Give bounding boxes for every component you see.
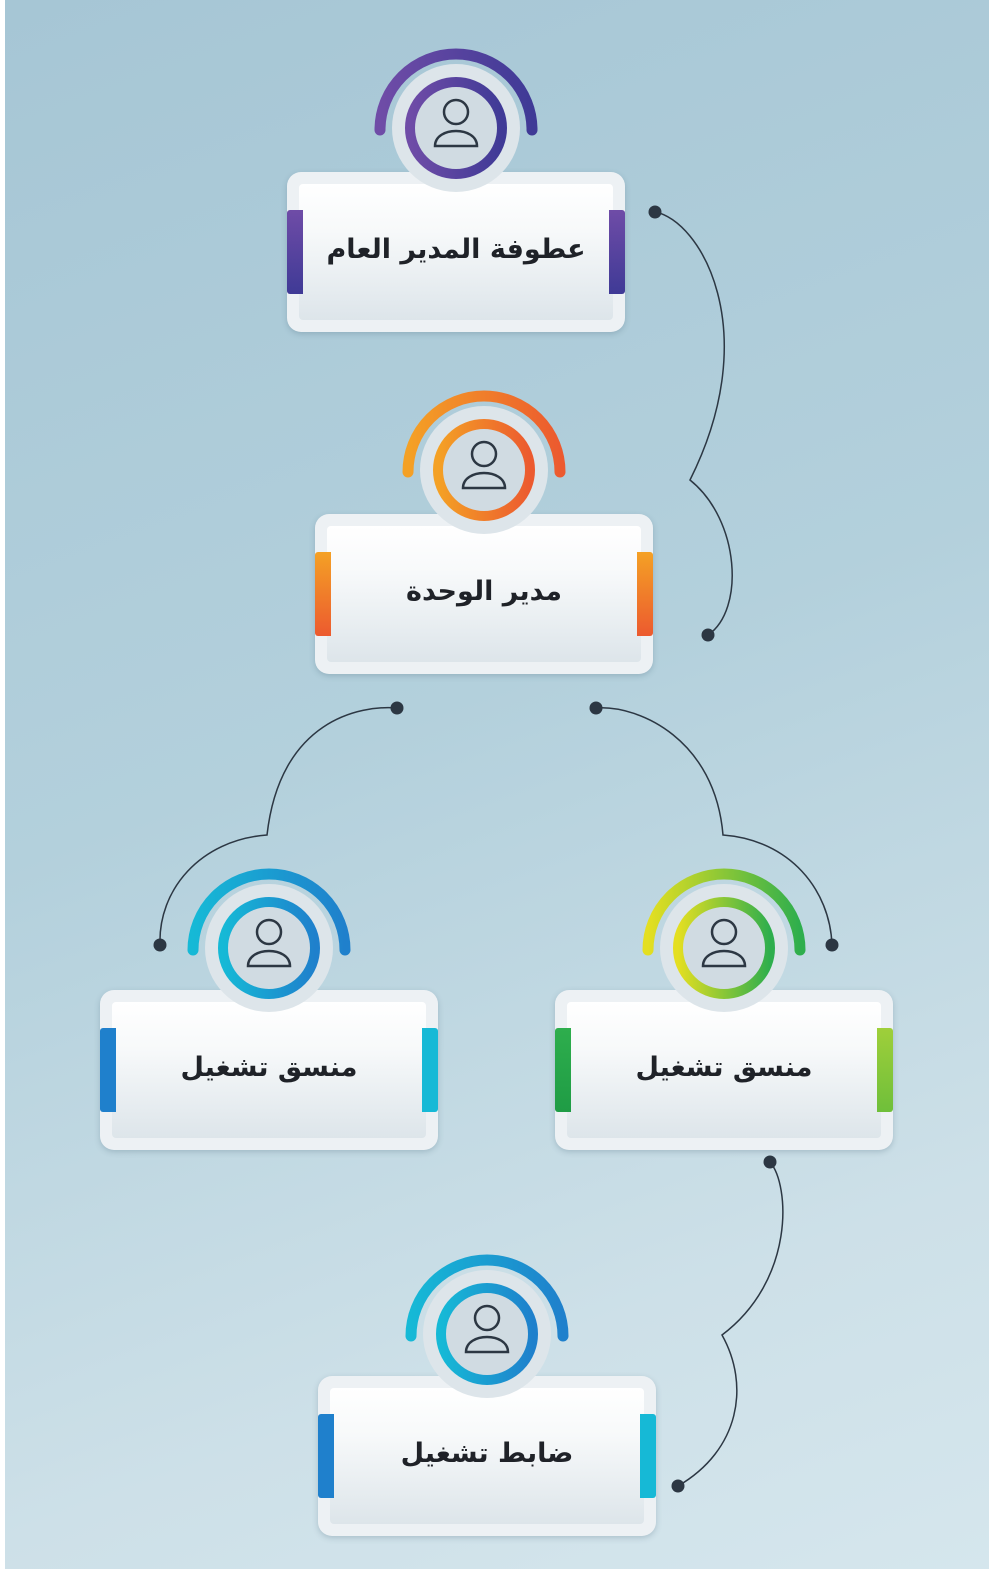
org-card: منسق تشغيل	[555, 990, 893, 1150]
connector-dot	[671, 1479, 685, 1493]
card-accent-left	[287, 210, 303, 294]
avatar	[640, 862, 808, 1012]
connector-unit-manager-to-coordinator-left	[159, 706, 398, 946]
user-icon	[246, 918, 292, 968]
org-node-unit-manager: مدير الوحدة	[315, 384, 653, 674]
card-accent-right	[609, 210, 625, 294]
org-node-coordinator-right: منسق تشغيل	[555, 862, 893, 1152]
connector-dot	[390, 701, 404, 715]
org-card: ضابط تشغيل	[318, 1376, 656, 1536]
card-accent-left	[555, 1028, 571, 1112]
avatar	[372, 42, 540, 192]
connector-dot	[648, 205, 662, 219]
node-title: منسق تشغيل	[635, 1051, 813, 1083]
card-accent-right	[640, 1414, 656, 1498]
connector-dot	[701, 628, 715, 642]
user-icon	[464, 1304, 510, 1354]
org-node-coordinator-left: منسق تشغيل	[100, 862, 438, 1152]
avatar	[403, 1248, 571, 1398]
user-icon	[433, 98, 479, 148]
connector-general-manager-to-unit-manager	[654, 211, 733, 636]
org-node-operations-officer: ضابط تشغيل	[318, 1248, 656, 1538]
org-card: منسق تشغيل	[100, 990, 438, 1150]
avatar	[400, 384, 568, 534]
card-accent-left	[318, 1414, 334, 1498]
connector-dot	[589, 701, 603, 715]
connector-coordinator-right-to-operations-officer	[677, 1161, 784, 1487]
card-accent-left	[100, 1028, 116, 1112]
card-accent-left	[315, 552, 331, 636]
org-card: عطوفة المدير العام	[287, 172, 625, 332]
card-accent-right	[637, 552, 653, 636]
node-title: ضابط تشغيل	[400, 1437, 574, 1469]
node-title: عطوفة المدير العام	[326, 233, 586, 265]
user-icon	[701, 918, 747, 968]
node-title: مدير الوحدة	[406, 575, 562, 607]
connector-dot	[153, 938, 167, 952]
left-edge-strip	[0, 0, 5, 1569]
org-card: مدير الوحدة	[315, 514, 653, 674]
avatar	[185, 862, 353, 1012]
connector-dot	[763, 1155, 777, 1169]
node-title: منسق تشغيل	[180, 1051, 358, 1083]
user-icon	[461, 440, 507, 490]
card-accent-right	[422, 1028, 438, 1112]
connector-dot	[825, 938, 839, 952]
connector-unit-manager-to-coordinator-right	[595, 707, 833, 946]
card-accent-right	[877, 1028, 893, 1112]
org-node-general-manager: عطوفة المدير العام	[287, 42, 625, 332]
